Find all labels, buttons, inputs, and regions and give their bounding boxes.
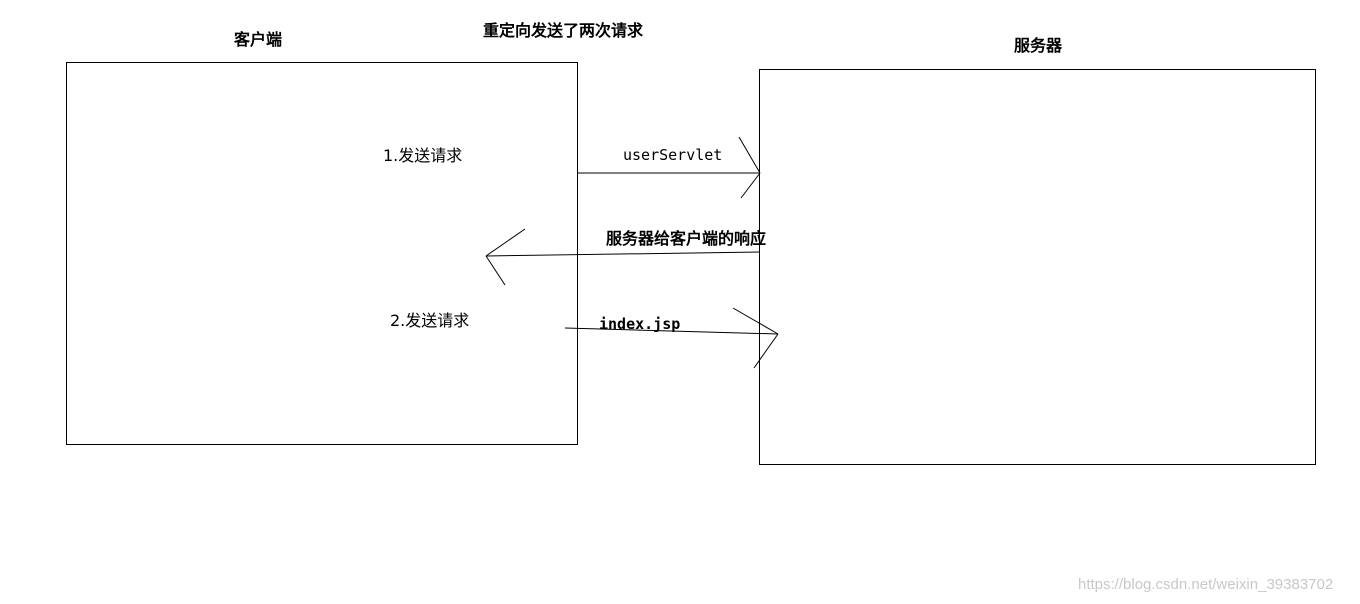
server-label: 服务器 <box>1014 36 1063 55</box>
request-arrow-1 <box>578 136 761 199</box>
response-arrow <box>485 228 761 286</box>
diagram-title: 重定向发送了两次请求 <box>483 21 644 40</box>
watermark-text: https://blog.csdn.net/weixin_39383702 <box>1078 576 1334 593</box>
server-box <box>759 69 1316 465</box>
response-label: 服务器给客户端的响应 <box>606 229 767 248</box>
second-url-label: index.jsp <box>599 315 681 333</box>
first-url-label: userServlet <box>623 146 723 164</box>
second-request-label: 2.发送请求 <box>390 311 470 330</box>
first-request-label: 1.发送请求 <box>383 146 463 165</box>
client-box <box>66 62 578 445</box>
client-label: 客户端 <box>234 30 283 49</box>
request-arrow-2 <box>564 307 779 369</box>
